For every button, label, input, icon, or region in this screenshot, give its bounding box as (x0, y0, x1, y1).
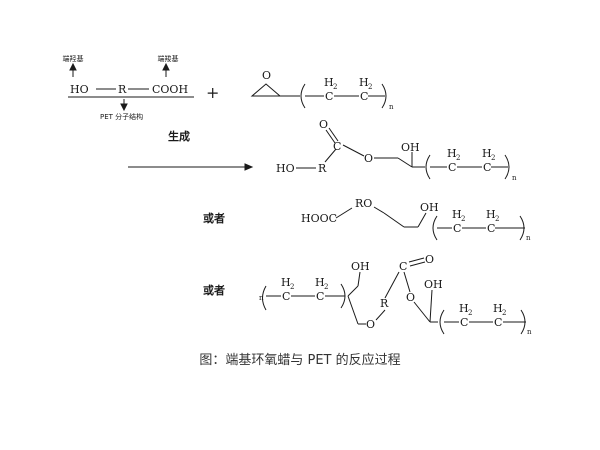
p1-atom-h-a: H (447, 147, 457, 160)
p3-subscript-c: 2 (468, 309, 472, 317)
bracket-right-1 (381, 83, 387, 109)
p2-bracket-left (432, 215, 438, 241)
p2-atom-c-b: C (487, 222, 495, 235)
p1-bond-c-o-b (328, 127, 339, 142)
p1-bracket-left (425, 154, 431, 180)
p3-subscript-a: 2 (290, 283, 294, 291)
arrowhead-pet (120, 103, 128, 112)
p3-atom-h-a: H (281, 276, 291, 289)
p1-atom-c: C (333, 140, 341, 153)
p1-atom-r: R (318, 162, 327, 175)
p3-subscript-n-left: n (259, 294, 264, 302)
p3-bond-c-oester (403, 271, 411, 293)
label-or-2: 或者 (203, 283, 225, 297)
p3-atom-oh-left: OH (351, 260, 370, 273)
p3-atom-c-d: C (494, 316, 502, 329)
p3-subscript-n-right: n (527, 328, 532, 336)
atom-c-1b: C (360, 90, 368, 103)
p3-bond-o-r (375, 309, 386, 321)
p3-bracket-left (262, 285, 267, 311)
p1-atom-oh: OH (401, 141, 420, 154)
p3-bond-ch-up (347, 285, 359, 297)
p1-bracket-right (504, 154, 510, 180)
label-pet-structure: PET 分子结构 (100, 112, 143, 121)
p3-atom-h-d: H (493, 302, 503, 315)
reaction-arrow-head (244, 163, 254, 171)
p1-bond-c-oether (342, 144, 365, 157)
p3-bond-r-c (384, 271, 400, 299)
p1-atom-ho: HO (276, 162, 295, 175)
p3-atom-c-a: C (282, 290, 290, 303)
p2-subscript-n: n (526, 234, 531, 242)
p3-bond-oh-left (357, 271, 361, 287)
atom-h-1b: H (359, 76, 369, 89)
p1-bond-c-o-a (325, 129, 336, 144)
figure-caption: 图：端基环氧蜡与 PET 的反应过程 (199, 353, 401, 368)
p2-bond-ch2-ch (383, 212, 405, 228)
subscript-1a: 2 (333, 83, 337, 91)
p1-atom-h-b: H (482, 147, 492, 160)
atom-h-1a: H (324, 76, 334, 89)
p3-atom-oh-right: OH (424, 278, 443, 291)
epoxide-ring (250, 83, 282, 97)
p2-atom-oh: OH (420, 201, 439, 214)
p3-bond-c-o-b (409, 261, 426, 267)
label-hydroxyl-end: 端羟基 (63, 54, 84, 63)
atom-r: R (118, 83, 127, 96)
bracket-left-1 (300, 83, 306, 109)
p2-atom-ro: RO (355, 197, 372, 210)
label-generate: 生成 (168, 129, 190, 143)
subscript-n-1: n (389, 103, 394, 111)
p3-atom-o-ester: O (406, 291, 415, 304)
p2-bond-hooc-r (335, 207, 353, 219)
p2-atom-c-a: C (453, 222, 461, 235)
p3-subscript-b: 2 (324, 283, 328, 291)
p3-subscript-d: 2 (502, 309, 506, 317)
label-or-1: 或者 (203, 211, 225, 225)
p3-bracket-left-2 (439, 309, 445, 335)
p1-atom-o-ether: O (364, 152, 373, 165)
p2-bracket-right (519, 215, 525, 241)
p3-bond-c-o-a (408, 257, 425, 263)
p3-atom-o-top: O (425, 253, 434, 266)
p3-bracket-right-2 (520, 309, 526, 335)
p1-subscript-a: 2 (456, 154, 460, 162)
arrowhead-hydroxyl (69, 62, 77, 71)
atom-ho: HO (70, 83, 89, 96)
p1-subscript-b: 2 (491, 154, 495, 162)
p1-atom-c-a: C (448, 161, 456, 174)
arrowhead-carboxyl (162, 62, 170, 71)
p1-atom-o-top: O (319, 118, 328, 131)
p3-atom-h-c: H (459, 302, 469, 315)
p2-bond-ro-ch2 (373, 206, 385, 214)
p3-bond-o-ch2 (413, 301, 431, 323)
p2-subscript-a: 2 (461, 215, 465, 223)
p2-atom-hooc: HOOC (301, 212, 337, 225)
p2-atom-h-a: H (452, 208, 462, 221)
p1-bond-ch2-ch (397, 157, 413, 168)
subscript-1b: 2 (368, 83, 372, 91)
p2-atom-h-b: H (486, 208, 496, 221)
p1-atom-c-b: C (483, 161, 491, 174)
p3-atom-c-c: C (460, 316, 468, 329)
p3-atom-h-b: H (315, 276, 325, 289)
p1-subscript-n: n (512, 174, 517, 182)
p3-atom-r: R (380, 297, 389, 310)
p3-atom-c-b: C (316, 290, 324, 303)
p3-atom-o-ring: O (366, 318, 375, 331)
p3-bond-oh-right (429, 289, 433, 323)
p2-bond-oh (417, 212, 427, 228)
plus-sign: + (206, 83, 219, 102)
p2-subscript-b: 2 (495, 215, 499, 223)
p3-atom-c: C (399, 260, 407, 273)
atom-c-1a: C (325, 90, 333, 103)
label-carboxyl-end: 端羧基 (158, 54, 179, 63)
p3-bond-ch-down (347, 295, 359, 325)
atom-cooh: COOH (152, 83, 188, 96)
p3-bracket-right (340, 283, 346, 309)
atom-epoxide-o: O (262, 69, 271, 82)
p1-bond-r-c (324, 148, 337, 163)
